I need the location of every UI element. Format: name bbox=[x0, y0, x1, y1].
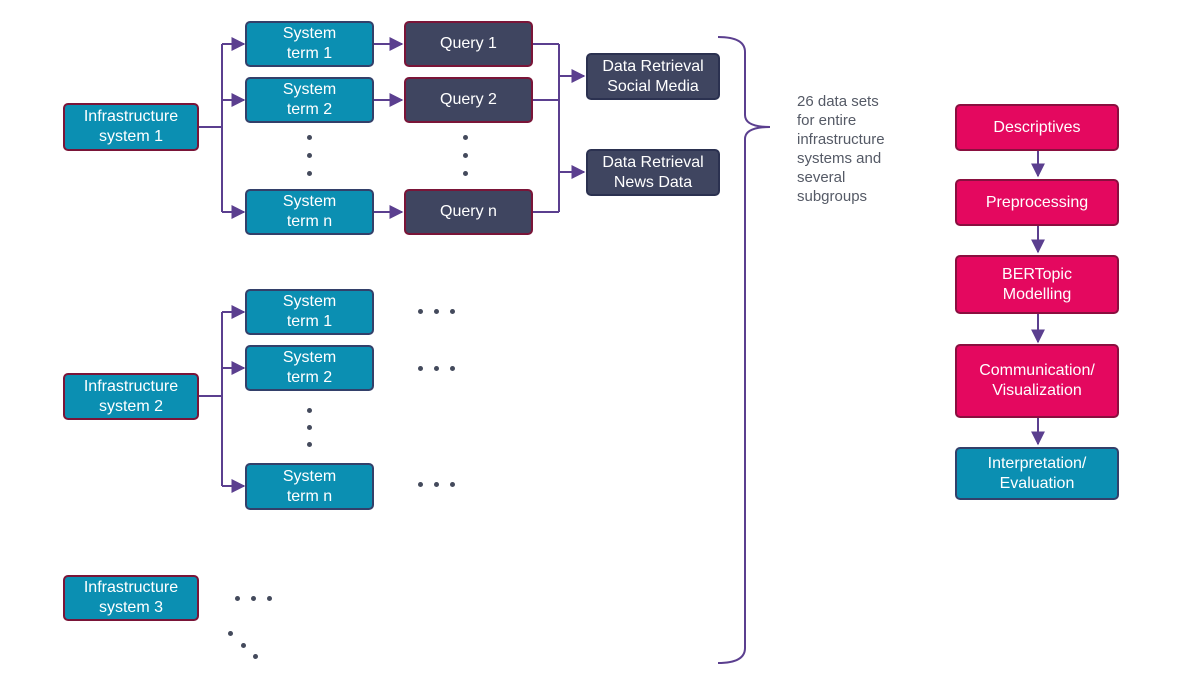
query-1-node: Query 1 bbox=[404, 21, 533, 67]
query-n-node: Query n bbox=[404, 189, 533, 235]
system2-term-2-node: System term 2 bbox=[245, 345, 374, 391]
system2-term-1-node: System term 1 bbox=[245, 289, 374, 335]
infrastructure-system-2-node: Infrastructure system 2 bbox=[63, 373, 199, 420]
query-2-node: Query 2 bbox=[404, 77, 533, 123]
pipeline-interpretation-evaluation-node: Interpretation/ Evaluation bbox=[955, 447, 1119, 500]
system2-term-n-node: System term n bbox=[245, 463, 374, 510]
pipeline-descriptives-node: Descriptives bbox=[955, 104, 1119, 151]
data-retrieval-news-data-node: Data Retrieval News Data bbox=[586, 149, 720, 196]
data-sets-note: 26 data sets for entire infrastructure s… bbox=[797, 93, 885, 205]
infrastructure-system-3-node: Infrastructure system 3 bbox=[63, 575, 199, 621]
data-retrieval-social-media-node: Data Retrieval Social Media bbox=[586, 53, 720, 100]
curly-brace bbox=[717, 36, 771, 664]
system-term-2-node: System term 2 bbox=[245, 77, 374, 123]
pipeline-preprocessing-node: Preprocessing bbox=[955, 179, 1119, 226]
system-term-1-node: System term 1 bbox=[245, 21, 374, 67]
system-term-n-node: System term n bbox=[245, 189, 374, 235]
pipeline-communication-visualization-node: Communication/ Visualization bbox=[955, 344, 1119, 418]
infrastructure-system-1-node: Infrastructure system 1 bbox=[63, 103, 199, 151]
pipeline-bertopic-modelling-node: BERTopic Modelling bbox=[955, 255, 1119, 314]
